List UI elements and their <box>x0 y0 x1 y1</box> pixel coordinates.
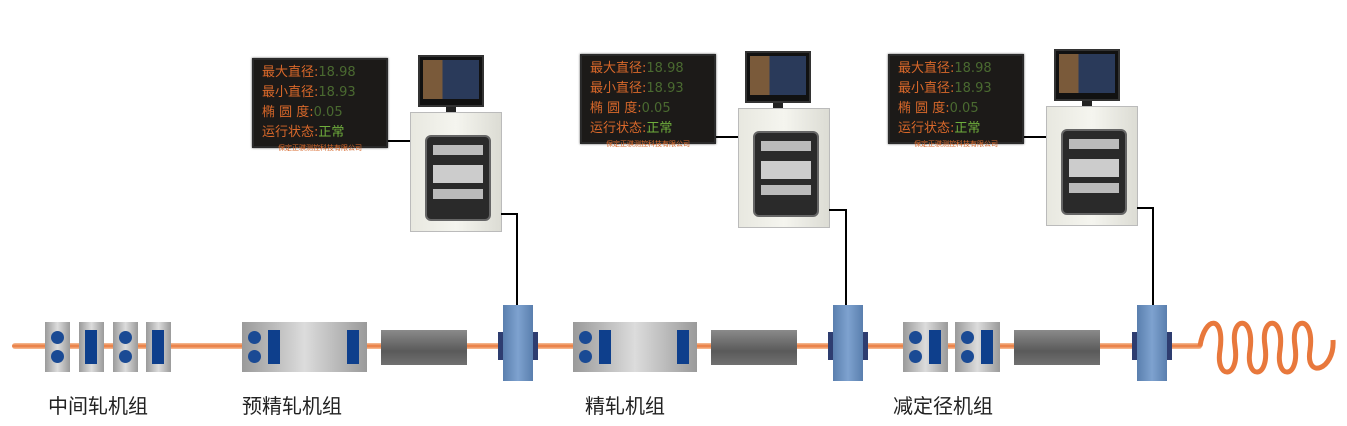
mill-stand <box>79 322 104 372</box>
mill-stand <box>903 322 948 372</box>
cable <box>388 140 410 142</box>
mill-stand <box>955 322 1000 372</box>
monitor <box>418 55 484 107</box>
led-text: 0.05 <box>641 101 671 116</box>
stand-label: 精轧机组 <box>585 394 665 418</box>
cable <box>501 213 516 215</box>
led-text: 18.98 <box>318 65 356 80</box>
mill-stand <box>573 322 697 372</box>
led-text: 椭 圆 度: <box>262 105 314 120</box>
led-text: 正常 <box>954 121 981 136</box>
mill-stand <box>113 322 138 372</box>
led-text: 运行状态: <box>590 121 647 136</box>
led-text: 18.93 <box>954 81 992 96</box>
led-text: 最小直径: <box>590 81 647 96</box>
diameter-gauge-head <box>1137 305 1167 381</box>
monitor <box>1054 49 1120 101</box>
control-cabinet <box>410 112 502 232</box>
cable <box>1137 207 1152 209</box>
led-text: 0.05 <box>949 101 979 116</box>
led-text: 最小直径: <box>262 85 319 100</box>
led-text: 18.93 <box>646 81 684 96</box>
led-text: 最大直径: <box>262 65 319 80</box>
mill-stand <box>45 322 70 372</box>
led-text: 保定正骐测控科技有限公司 <box>606 140 690 148</box>
led-text: 正常 <box>646 121 673 136</box>
led-text: 最小直径: <box>898 81 955 96</box>
led-text: 最大直径: <box>590 61 647 76</box>
cooling-pipe <box>381 330 467 365</box>
mill-stand <box>146 322 171 372</box>
monitor <box>745 51 811 103</box>
cable <box>845 209 847 305</box>
diameter-gauge-head <box>833 305 863 381</box>
cooling-pipe <box>1014 330 1100 365</box>
led-text: 椭 圆 度: <box>590 101 642 116</box>
led-text: 椭 圆 度: <box>898 101 950 116</box>
cable <box>516 213 518 305</box>
led-text: 保定正骐测控科技有限公司 <box>914 140 998 148</box>
led-text: 0.05 <box>313 105 343 120</box>
stand-label: 中间轧机组 <box>48 394 148 418</box>
led-text: 18.98 <box>646 61 684 76</box>
led-display: 最大直径:18.98 最小直径:18.93 椭 圆 度:0.05 运行状态:正常… <box>888 54 1024 148</box>
led-text: 18.93 <box>318 85 356 100</box>
led-text: 运行状态: <box>898 121 955 136</box>
wire-coil-icon <box>1197 320 1336 375</box>
stand-label: 减定径机组 <box>893 394 993 418</box>
led-text: 正常 <box>318 125 345 140</box>
control-cabinet <box>738 108 830 228</box>
cable <box>829 209 845 211</box>
cable <box>716 136 738 138</box>
mill-stand <box>242 322 367 372</box>
led-display: 最大直径:18.98 最小直径:18.93 椭 圆 度:0.05 运行状态:正常… <box>580 54 716 148</box>
control-cabinet <box>1046 106 1138 226</box>
cooling-pipe <box>711 330 797 365</box>
stand-label: 预精轧机组 <box>242 394 342 418</box>
cable <box>1152 207 1154 305</box>
led-display: 最大直径:18.98 最小直径:18.93 椭 圆 度:0.05 运行状态:正常… <box>252 58 388 152</box>
cable <box>1024 136 1046 138</box>
led-text: 18.98 <box>954 61 992 76</box>
diameter-gauge-head <box>503 305 533 381</box>
led-text: 保定正骐测控科技有限公司 <box>278 144 362 152</box>
led-text: 运行状态: <box>262 125 319 140</box>
led-text: 最大直径: <box>898 61 955 76</box>
